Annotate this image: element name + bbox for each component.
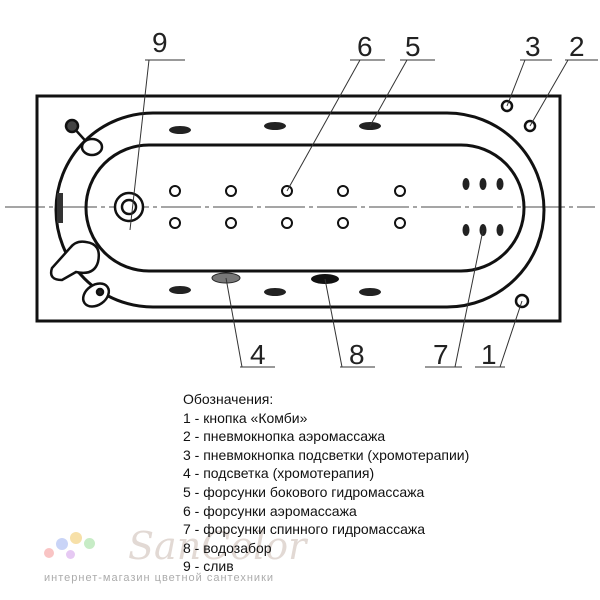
legend-item: 5 - форсунки бокового гидромассажа xyxy=(183,483,425,500)
back-jets xyxy=(462,178,504,236)
air-jets xyxy=(169,185,406,229)
side-jet xyxy=(169,126,191,134)
side-jets xyxy=(169,122,381,296)
watermark-logo: SanColor xyxy=(128,524,307,568)
legend-item: 7 - форсунки спинного гидромассажа xyxy=(183,521,426,538)
callout-5: 5 xyxy=(405,31,421,62)
side-jet xyxy=(264,122,286,130)
callout-2: 2 xyxy=(569,31,585,62)
callout-6: 6 xyxy=(357,31,373,62)
legend-item: 2 - пневмокнопка аэромассажа xyxy=(183,428,386,445)
side-jet xyxy=(169,286,191,294)
callout-9: 9 xyxy=(152,27,168,58)
headrest-mark xyxy=(57,193,63,223)
drain xyxy=(113,191,145,223)
legend-item: 8 - водозабор xyxy=(183,539,272,556)
legend-item: 4 - подсветка (хромотерапия) xyxy=(183,465,375,482)
watermark-tagline: интернет-магазин цветной сантехники xyxy=(44,572,275,584)
tub-outline xyxy=(35,94,562,323)
tub-basin xyxy=(84,143,526,273)
callout-4: 4 xyxy=(250,339,266,370)
callout-3: 3 xyxy=(525,31,541,62)
legend-item: 3 - пневмокнопка подсветки (хромотерапии… xyxy=(183,446,470,463)
faucet-fittings xyxy=(49,118,111,308)
legend-item: 1 - кнопка «Комби» xyxy=(183,409,308,426)
callout-7: 7 xyxy=(433,339,449,370)
side-jet xyxy=(359,288,381,296)
callout-8: 8 xyxy=(349,339,365,370)
legend-title: Обозначения: xyxy=(183,391,274,407)
legend-item: 9 - слив xyxy=(183,558,234,575)
side-jet xyxy=(264,288,286,296)
legend: Обозначения: 1 - кнопка «Комби» 2 - пнев… xyxy=(183,390,469,576)
tub-rim xyxy=(54,111,546,309)
callout-1: 1 xyxy=(481,339,497,370)
leader-lines xyxy=(129,59,598,368)
legend-item: 6 - форсунки аэромассажа xyxy=(183,502,357,519)
